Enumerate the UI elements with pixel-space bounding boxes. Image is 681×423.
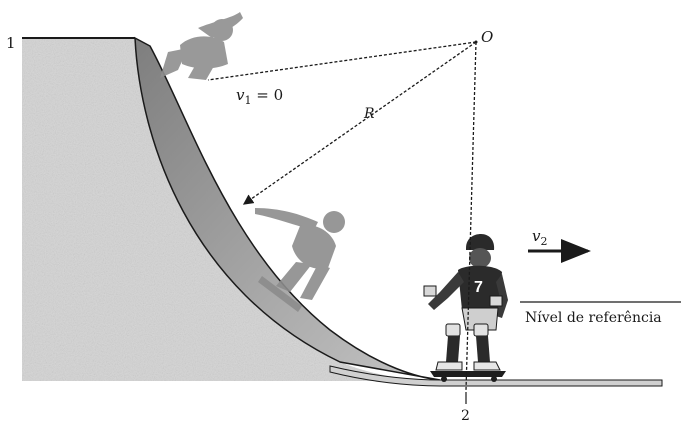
- ghost-skater-middle: [255, 208, 345, 312]
- ghost-skater-top: [160, 12, 243, 80]
- ramp-side-wall: [22, 38, 430, 381]
- center-point-o: [474, 40, 478, 44]
- v1-subscript: 1: [244, 94, 251, 107]
- label-center-o: O: [481, 28, 493, 46]
- ramp-curved-surface: [134, 36, 441, 381]
- label-reference-level: Nível de referência: [525, 310, 662, 326]
- label-v2: v2: [532, 227, 547, 248]
- v2-symbol: v: [532, 227, 541, 245]
- skater-jersey-number: 7: [474, 279, 483, 296]
- label-point-1: 1: [6, 34, 16, 52]
- label-v1: v1 = 0: [236, 86, 283, 107]
- radius-R-line: [242, 41, 477, 205]
- v1-value: = 0: [251, 86, 283, 104]
- radius-line-to-start: [207, 41, 477, 81]
- label-radius-r: R: [363, 106, 375, 122]
- v1-symbol: v: [236, 86, 245, 104]
- skater-bottom: [423, 234, 508, 382]
- vertical-line-to-bottom: [465, 41, 477, 391]
- ground-track: [329, 365, 663, 387]
- label-point-2: 2: [461, 408, 470, 423]
- v2-subscript: 2: [540, 235, 547, 248]
